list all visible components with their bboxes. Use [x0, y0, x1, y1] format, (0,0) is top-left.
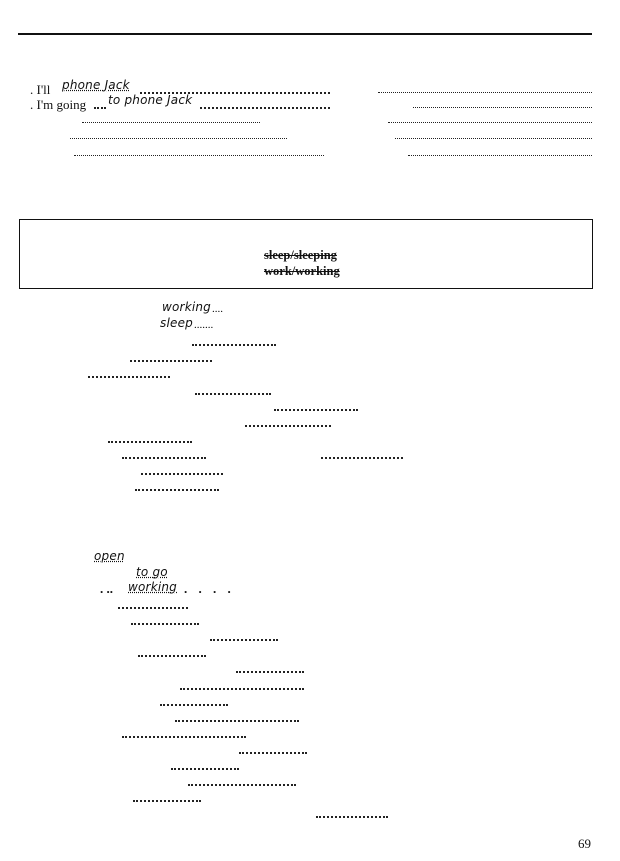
ex2-answer-1-trail: ....: [212, 303, 223, 315]
ex2-blank-3: [192, 344, 276, 346]
ex2-answer-2: sleep: [160, 316, 193, 330]
ex3-blank-7: [138, 655, 206, 657]
ex1-line2-lead-dots: [94, 107, 106, 109]
ex2-blank-9: [108, 441, 192, 443]
box-word-sleep: sleep/sleeping: [264, 248, 337, 262]
ex1-line1-prefix: . I'll: [30, 82, 51, 97]
ex3-answer-2: to go: [136, 565, 168, 579]
box-word-work: work/working: [264, 264, 340, 278]
ex1-line1-answer: phone Jack: [62, 78, 130, 92]
ex2-answer-1: working: [162, 300, 211, 314]
ex2-blank-4: [130, 360, 212, 362]
ex3-blank-14: [171, 768, 239, 770]
ex1-line2-prefix: . I'm going: [30, 97, 87, 112]
ex3-answer-1: open: [94, 549, 125, 563]
ex3-line3-prefix: . ..: [100, 581, 113, 596]
ex3-blank-15: [188, 784, 296, 786]
ex3-blank-13: [239, 752, 307, 754]
ex3-blank-5: [131, 623, 199, 625]
ex3-line3-suffix: . . . .: [184, 581, 235, 596]
ex2-blank-11: [141, 473, 223, 475]
ex3-blank-8: [236, 671, 304, 673]
ex3-blank-11: [175, 720, 299, 722]
ex2-blank-5: [88, 376, 170, 378]
ex1-right-blank-4: [395, 138, 592, 139]
ex2-blank-7: [274, 409, 358, 411]
ex1-line1-dots: [140, 92, 330, 94]
ex2-blank-8: [245, 425, 331, 427]
ex1-blank-3: [82, 122, 260, 123]
ex3-blank-17: [316, 816, 388, 818]
ex3-answer-3: working: [128, 580, 177, 594]
ex2-blank-6: [195, 393, 271, 395]
ex3-blank-6: [210, 639, 278, 641]
ex1-right-blank-3: [388, 122, 592, 123]
top-rule: [18, 33, 592, 35]
ex1-right-blank-1: [378, 92, 592, 93]
ex3-blank-4: [118, 607, 188, 609]
page-number: 69: [578, 836, 591, 851]
word-box: [19, 219, 593, 289]
ex2-blank-12: [135, 489, 219, 491]
ex1-line2-answer: to phone Jack: [108, 93, 193, 107]
ex2-blank-10b: [321, 457, 403, 459]
ex3-blank-16: [133, 800, 201, 802]
ex3-blank-10: [160, 704, 228, 706]
ex1-blank-4: [70, 138, 287, 139]
ex1-right-blank-5: [408, 155, 592, 156]
ex1-blank-5: [74, 155, 324, 156]
ex3-blank-12: [122, 736, 246, 738]
ex2-answer-2-trail: .......: [194, 319, 214, 331]
ex3-blank-9: [180, 688, 304, 690]
ex1-line2-dots: [200, 107, 330, 109]
ex2-blank-10a: [122, 457, 206, 459]
ex1-right-blank-2: [413, 107, 592, 108]
